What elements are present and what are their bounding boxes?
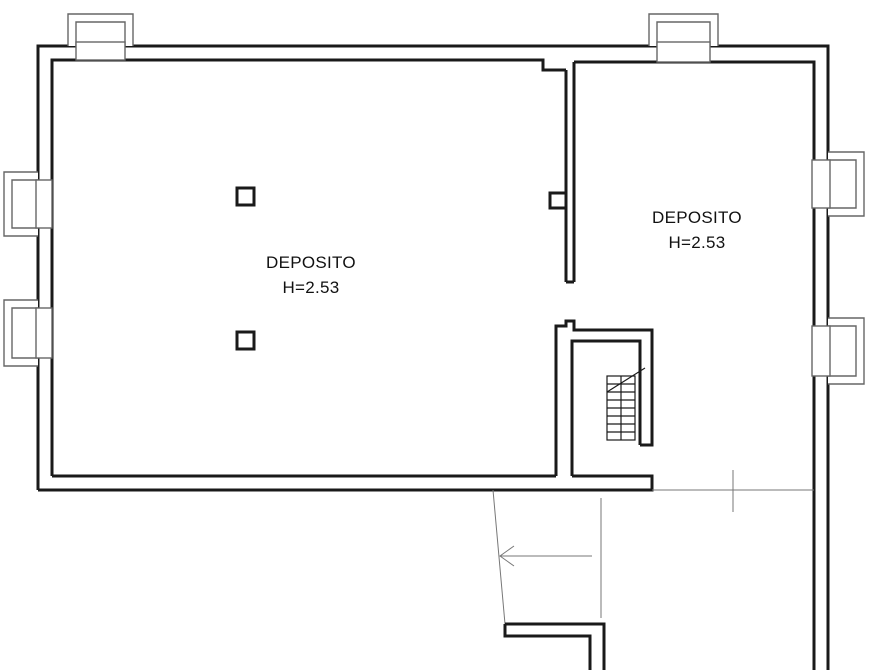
stair-treads <box>606 367 646 441</box>
external-area <box>492 470 814 670</box>
left-windows <box>3 171 53 367</box>
room-label-right: DEPOSITO H=2.53 <box>652 208 742 252</box>
room-name: DEPOSITO <box>652 208 742 227</box>
column <box>235 330 256 351</box>
stair-enclosure <box>554 319 654 478</box>
columns <box>235 186 256 351</box>
room-height: H=2.53 <box>282 278 339 297</box>
partition-wall <box>548 62 576 284</box>
right-windows <box>811 151 865 385</box>
top-windows <box>67 13 719 63</box>
outer-walls <box>36 44 830 670</box>
column <box>235 186 256 207</box>
room-height: H=2.53 <box>668 233 725 252</box>
room-label-left: DEPOSITO H=2.53 <box>266 253 356 297</box>
room-name: DEPOSITO <box>266 253 356 272</box>
